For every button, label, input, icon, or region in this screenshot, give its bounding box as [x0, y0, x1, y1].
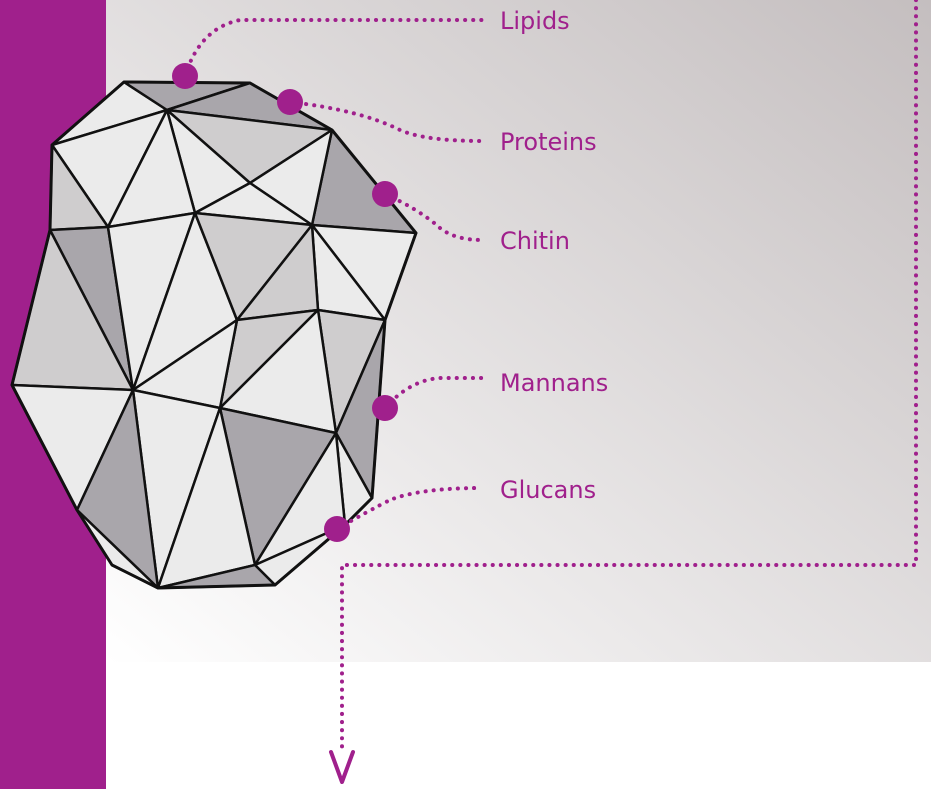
dot-mannans	[372, 395, 398, 421]
dot-chitin	[372, 181, 398, 207]
label-chitin: Chitin	[500, 227, 570, 255]
label-proteins: Proteins	[500, 128, 597, 156]
label-glucans: Glucans	[500, 476, 596, 504]
dot-glucans	[324, 516, 350, 542]
label-mannans: Mannans	[500, 369, 608, 397]
dot-proteins	[277, 89, 303, 115]
arrow-down-icon	[331, 752, 353, 782]
label-lipids: Lipids	[500, 7, 570, 35]
dot-lipids	[172, 63, 198, 89]
